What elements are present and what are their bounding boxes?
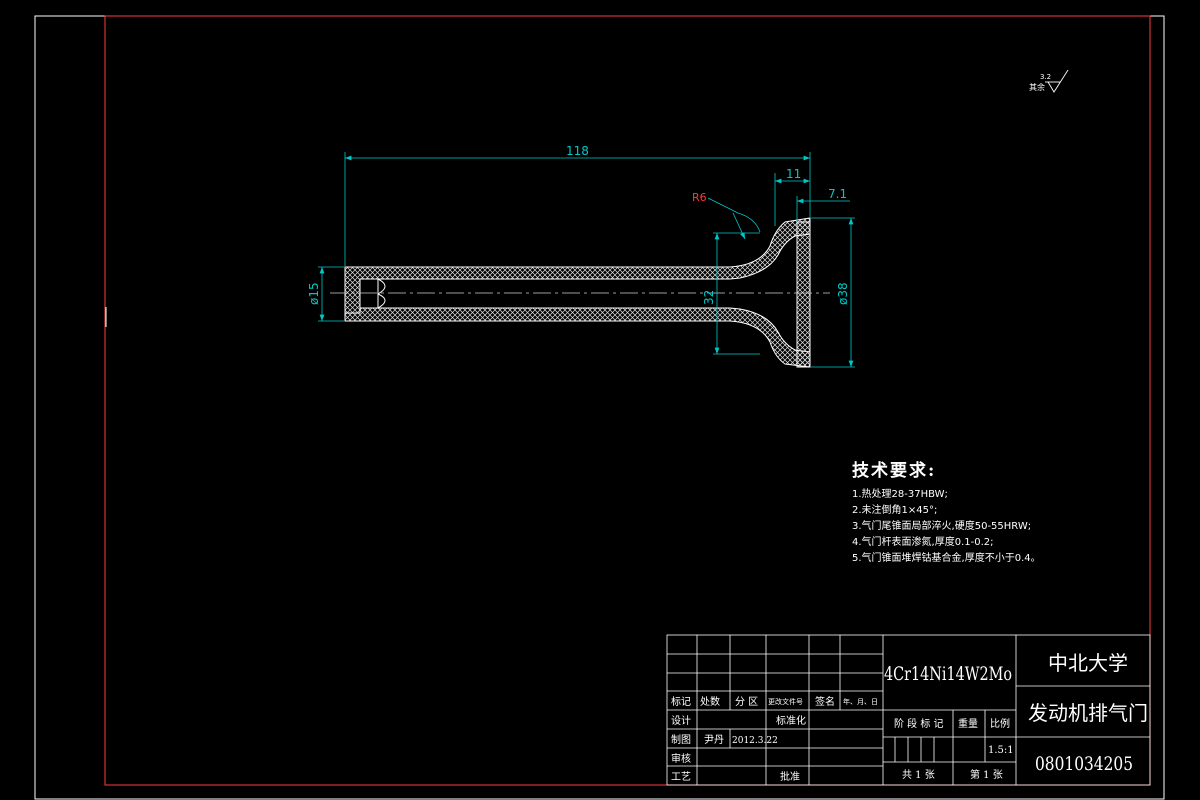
row-standardize: 标准化	[776, 714, 806, 727]
title-block	[666, 634, 1151, 786]
drawing-number: 0801034205	[1035, 753, 1133, 775]
school-name: 中北大学	[1048, 651, 1128, 675]
tech-item: 3.气门尾锥面局部淬火,硬度50-55HRW;	[852, 521, 1032, 532]
dim-text-head: 11	[786, 167, 801, 181]
dim-text-length: 118	[566, 144, 589, 158]
dimensions	[318, 152, 855, 368]
row-design: 设计	[671, 714, 691, 727]
material: 4Cr14Ni14W2Mo	[884, 663, 1012, 685]
dim-text-stem: ø15	[307, 282, 321, 305]
technical-requirements: 技术要求: 1.热处理28-37HBW; 2.未注倒角1×45°; 3.气门尾锥…	[852, 456, 1041, 567]
scale-value: 1.5:1	[988, 745, 1014, 756]
hdr-count: 处数	[700, 695, 720, 708]
hdr-zone: 分 区	[735, 696, 758, 708]
keeper-groove	[377, 278, 386, 309]
hdr-change-doc: 更改文件号	[768, 697, 803, 706]
row-draw: 制图	[671, 733, 691, 746]
hdr-date: 年、月、日	[843, 697, 878, 706]
radius-leader	[707, 197, 761, 233]
draw-date: 2012.3.22	[732, 736, 778, 746]
part-name: 发动机排气门	[1028, 701, 1148, 725]
tech-item: 2.未注倒角1×45°;	[852, 505, 938, 516]
valve-wall-lower	[344, 307, 811, 368]
sheet-number: 第 1 张	[970, 768, 1003, 781]
tech-items: 1.热处理28-37HBW; 2.未注倒角1×45°; 3.气门尾锥面局部淬火,…	[852, 487, 1041, 567]
row-check: 审核	[671, 752, 691, 765]
drawing-frame	[104, 15, 1151, 786]
tech-item: 5.气门锥面堆焊钴基合金,厚度不小于0.4。	[852, 553, 1041, 564]
weight-label: 重量	[958, 717, 978, 730]
drawer-name: 尹丹	[704, 734, 724, 746]
sheets-total: 共 1 张	[902, 769, 935, 781]
tech-item: 1.热处理28-37HBW;	[852, 489, 948, 500]
hdr-sign: 签名	[815, 695, 835, 708]
roughness-check-icon	[1047, 69, 1069, 93]
hdr-mark: 标记	[671, 696, 691, 708]
roughness-value: 3.2	[1040, 73, 1051, 81]
roughness-symbol: 其余 3.2	[1029, 69, 1069, 93]
stage-label: 阶 段 标 记	[894, 717, 944, 730]
roughness-label: 其余	[1029, 82, 1045, 92]
valve-head-face	[796, 221, 811, 368]
valve-wall-upper	[344, 217, 811, 314]
dim-text-neck: 32	[702, 290, 716, 305]
radius-arrow	[732, 212, 746, 240]
valve-section	[330, 217, 830, 368]
dim-text-head-dia: ø38	[836, 282, 850, 305]
dim-text-radius: R6	[692, 191, 707, 204]
row-approve: 批准	[780, 770, 800, 783]
tech-title: 技术要求:	[852, 461, 937, 481]
row-process: 工艺	[671, 771, 691, 783]
tech-item: 4.气门杆表面渗氮,厚度0.1-0.2;	[852, 537, 994, 548]
dim-text-seat: 7.1	[828, 187, 847, 201]
scale-label: 比例	[990, 717, 1010, 730]
